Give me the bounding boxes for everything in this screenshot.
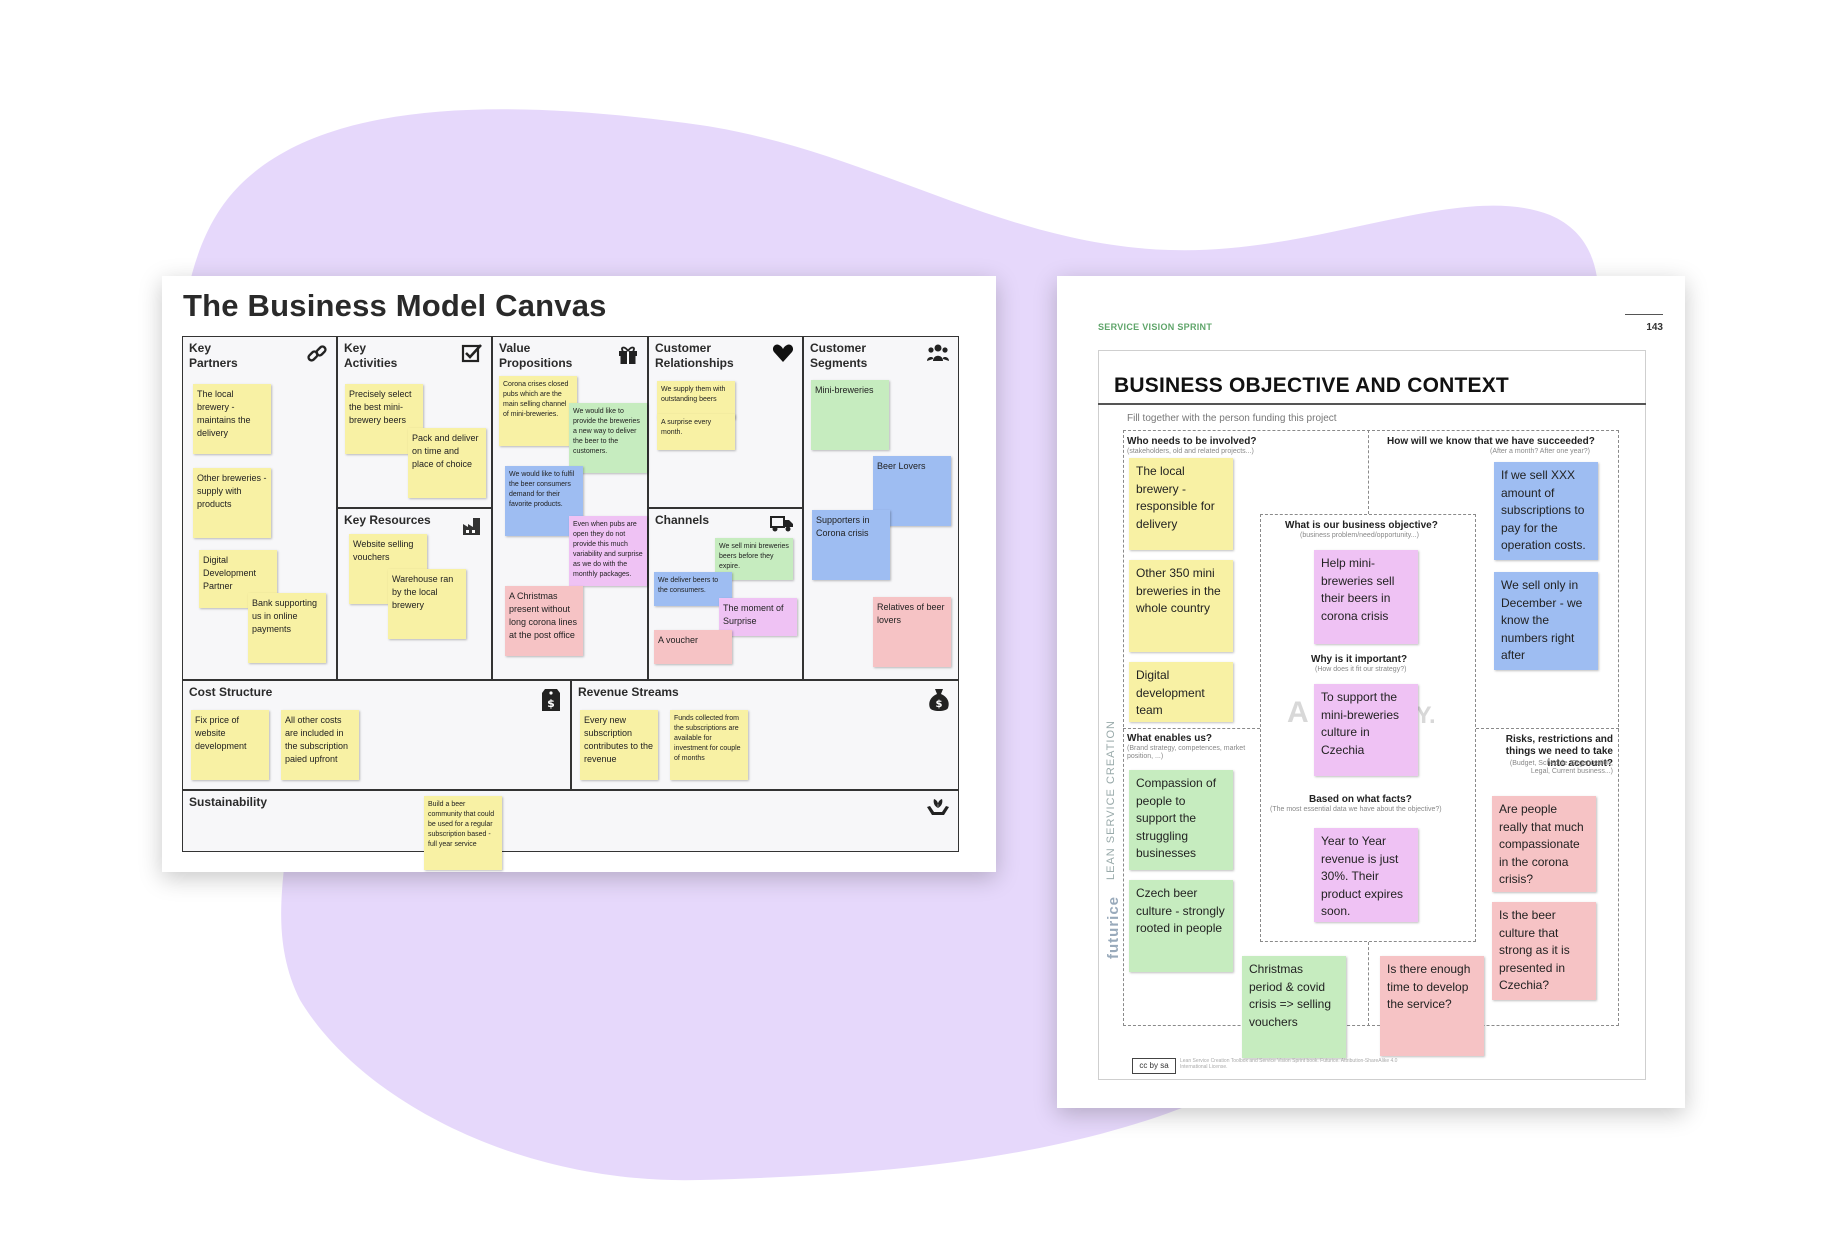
sticky-note: A surprise every month.	[657, 414, 735, 450]
question-enables: What enables us?	[1127, 733, 1213, 744]
section-label: Customer Relationships	[655, 341, 734, 370]
group-icon	[926, 343, 950, 368]
section-label: Customer Segments	[810, 341, 868, 370]
section-label: Cost Structure	[189, 685, 273, 699]
question-hint: (The most essential data we have about t…	[1270, 806, 1442, 813]
question-hint: (Budget, Schedule, Organization, Legal, …	[1509, 760, 1613, 775]
sticky-note: Help mini-breweries sell their beers in …	[1314, 550, 1418, 644]
factory-icon	[461, 515, 483, 542]
question-success: How will we know that we have succeeded?	[1387, 436, 1595, 447]
svg-text:$: $	[547, 697, 555, 710]
question-hint: (business problem/need/opportunity...)	[1300, 532, 1419, 539]
gift-icon	[617, 343, 639, 370]
sticky-note: Fix price of website development	[191, 710, 269, 780]
divider	[1368, 942, 1369, 1026]
sticky-note: The local brewery - responsible for deli…	[1129, 458, 1233, 550]
sticky-note: A Christmas present without long corona …	[505, 586, 583, 656]
sticky-note: Even when pubs are open they do not prov…	[569, 516, 647, 586]
sticky-note: The moment of Surprise	[719, 598, 797, 636]
section-label: Revenue Streams	[578, 685, 679, 699]
sticky-note: Christmas period & covid crisis => selli…	[1242, 956, 1346, 1058]
sticky-note: Every new subscription contributes to th…	[580, 710, 658, 780]
sticky-note: If we sell XXX amount of subscriptions t…	[1494, 462, 1598, 560]
license-badge: cc by sa	[1132, 1058, 1176, 1074]
sticky-note: Supporters in Corona crisis	[812, 510, 890, 580]
checkbox-icon	[461, 343, 483, 368]
sticky-note: Bank supporting us in online payments	[248, 593, 326, 663]
section-label: Channels	[655, 513, 710, 527]
question-risks: Risks, restrictions and things we need t…	[1505, 734, 1613, 769]
watermark: A	[1287, 696, 1309, 729]
sticky-note: Relatives of beer lovers	[873, 597, 951, 667]
sticky-note: Warehouse ran by the local brewery	[388, 569, 466, 639]
sticky-note: All other costs are included in the subs…	[281, 710, 359, 780]
sticky-note: Are people really that much compassionat…	[1492, 796, 1596, 892]
money-bag-icon: $	[928, 687, 950, 718]
sticky-note: Precisely select the best mini-brewery b…	[345, 384, 423, 454]
brand-logo: futurice	[1105, 895, 1122, 959]
divider	[1123, 728, 1260, 729]
side-label: LEAN SERVICE CREATION	[1105, 720, 1117, 880]
sticky-note: We sell only in December - we know the n…	[1494, 572, 1598, 670]
sticky-note: Is there enough time to develop the serv…	[1380, 956, 1484, 1056]
divider	[1368, 430, 1369, 514]
price-tag-icon: $	[540, 687, 562, 718]
sticky-note: Digital development team	[1129, 662, 1233, 722]
sticky-note: Other breweries - supply with products	[193, 468, 271, 538]
question-hint: (After a month? After one year?)	[1490, 448, 1590, 455]
question-why: Why is it important?	[1311, 654, 1408, 665]
sticky-note: We deliver beers to the consumers.	[654, 572, 732, 606]
question-hint: (stakeholders, old and related projects.…	[1127, 448, 1254, 455]
question-objective: What is our business objective?	[1285, 520, 1438, 531]
page-number: 143	[1646, 322, 1663, 333]
business-objective-page: SERVICE VISION SPRINT 143 BUSINESS OBJEC…	[1057, 276, 1685, 1108]
sticky-note: Other 350 mini breweries in the whole co…	[1129, 560, 1233, 652]
link-icon	[306, 343, 328, 370]
sticky-note: Mini-breweries	[811, 380, 889, 450]
question-who: Who needs to be involved?	[1127, 436, 1257, 447]
section-label: Key Partners	[189, 341, 238, 370]
sticky-note: The local brewery - maintains the delive…	[193, 384, 271, 454]
business-model-canvas: The Business Model Canvas Key Partners K…	[162, 276, 996, 872]
sticky-note: To support the mini-breweries culture in…	[1314, 684, 1418, 776]
title-rule	[1098, 403, 1646, 405]
plant-hands-icon	[926, 797, 950, 824]
sticky-note: Czech beer culture - strongly rooted in …	[1129, 880, 1233, 972]
sticky-note: Corona crises closed pubs which are the …	[499, 376, 577, 446]
sticky-note: Pack and deliver on time and place of ch…	[408, 428, 486, 498]
sticky-note: A voucher	[654, 630, 732, 664]
sticky-note: We would like to provide the breweries a…	[569, 403, 647, 473]
question-hint: (How does it fit our strategy?)	[1315, 666, 1407, 673]
license-text: Lean Service Creation Toolbox and Servic…	[1180, 1058, 1398, 1070]
canvas-title: The Business Model Canvas	[183, 288, 607, 323]
section-label: Key Activities	[344, 341, 398, 370]
sticky-note: Is the beer culture that strong as it is…	[1492, 902, 1596, 1000]
sticky-note: Funds collected from the subscriptions a…	[670, 710, 748, 780]
truck-icon	[770, 515, 794, 538]
section-label: Key Resources	[344, 513, 431, 527]
svg-text:$: $	[936, 699, 943, 710]
sticky-note: Build a beer community that could be use…	[424, 796, 502, 870]
section-label: Value Propositions	[499, 341, 573, 370]
header-rule	[1625, 314, 1663, 315]
worksheet-subtitle: Fill together with the person funding th…	[1127, 413, 1337, 424]
worksheet-frame	[1098, 350, 1646, 1080]
sustainability-section: Sustainability	[182, 790, 959, 852]
sticky-note: Compassion of people to support the stru…	[1129, 770, 1233, 870]
heart-icon	[772, 343, 794, 368]
divider	[1476, 728, 1619, 729]
question-hint: (Brand strategy, competences, market pos…	[1127, 745, 1246, 760]
sticky-note: We supply them with outstanding beers	[657, 381, 735, 419]
question-facts: Based on what facts?	[1309, 794, 1412, 805]
section-label: Sustainability	[189, 795, 268, 809]
worksheet-title: BUSINESS OBJECTIVE AND CONTEXT	[1114, 374, 1509, 397]
sticky-note: Year to Year revenue is just 30%. Their …	[1314, 828, 1418, 922]
header-section-name: SERVICE VISION SPRINT	[1098, 322, 1213, 332]
